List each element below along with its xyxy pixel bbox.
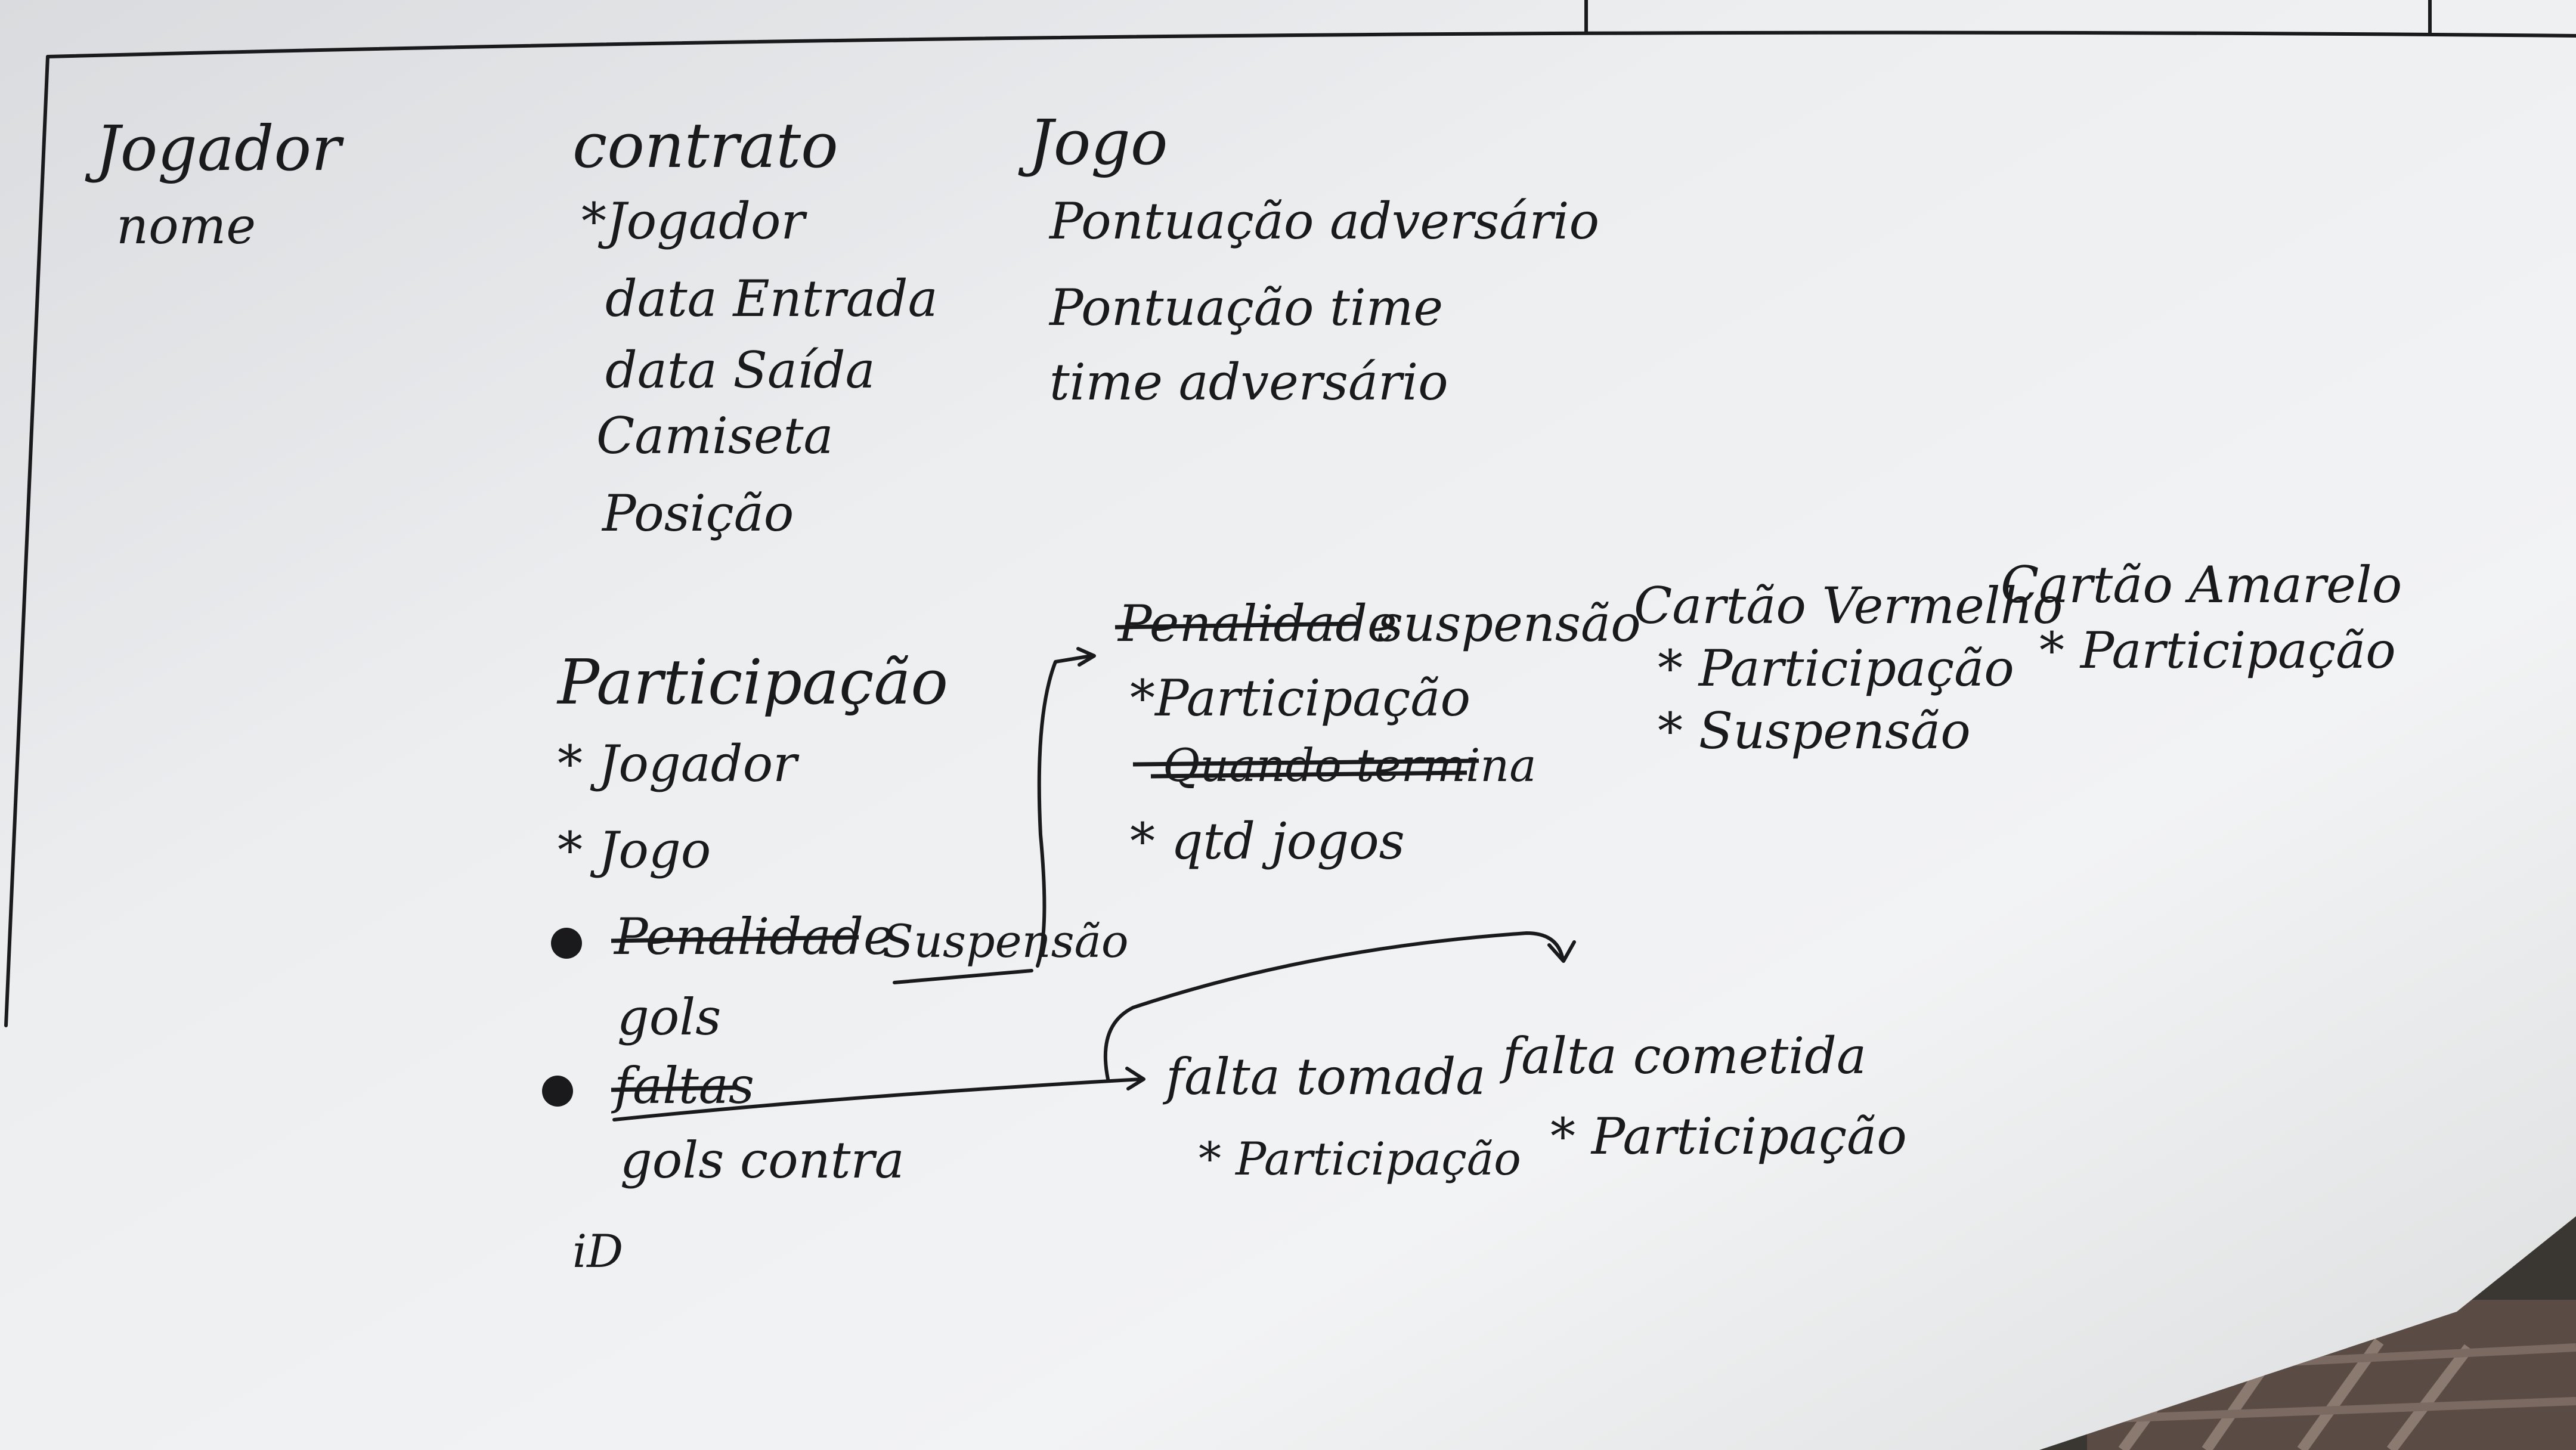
entity-title: Participação [556, 646, 948, 718]
strikethrough [611, 1085, 737, 1092]
bullet-dot [551, 928, 582, 959]
entity-title: contrato [572, 109, 838, 182]
frame-ticks [1584, 0, 2432, 35]
arrowhead [1076, 647, 1096, 667]
connector-arrow-falta-tomada [612, 1077, 1144, 1121]
field: data Saída [605, 341, 875, 399]
strikethrough [611, 935, 859, 943]
bullet-dot [542, 1076, 573, 1107]
field: * Suspensão [1658, 702, 1971, 760]
entity-cartao-amarelo: Cartão Amarelo * Participação [2001, 556, 2402, 680]
connector-arrow-falta-cometida [1103, 931, 1564, 1081]
field: Posição [601, 484, 794, 543]
entity-suspensao: Penalidade suspensão *Participação Quand… [1114, 594, 1641, 870]
entity-cartao-vermelho: Cartão Vermelho * Participação * Suspens… [1634, 577, 2063, 760]
field: Pontuação adversário [1048, 192, 1599, 250]
entity-title: Jogador [85, 112, 344, 185]
field: * Participação [1658, 639, 2014, 698]
field: Suspensão [883, 915, 1129, 968]
field: iD [572, 1225, 623, 1278]
entity-falta-cometida: falta cometida * Participação [1499, 1027, 1907, 1166]
strikethrough [1114, 621, 1360, 630]
underline [893, 969, 1033, 984]
entity-falta-tomada: falta tomada * Participação [1162, 1048, 1521, 1185]
arrowhead [1125, 1067, 1145, 1090]
field: data Entrada [605, 269, 938, 328]
strikethrough [1150, 770, 1467, 779]
entity-contrato: contrato *Jogador data Entrada data Saíd… [572, 109, 938, 543]
entity-participacao: Participação * Jogador * Jogo Penalidade… [542, 646, 1129, 1278]
entity-title: Cartão Vermelho [1634, 577, 2063, 635]
entity-title: suspensão [1377, 594, 1641, 653]
field: * Jogo [558, 821, 711, 879]
entity-title: falta cometida [1499, 1027, 1866, 1085]
field: * Participação [2039, 621, 2396, 680]
field: gols [617, 988, 721, 1046]
entity-title: Cartão Amarelo [2001, 556, 2402, 614]
arrowhead [1547, 940, 1576, 963]
field: * Participação [1550, 1107, 1907, 1166]
entity-title: Jogo [1018, 106, 1168, 179]
field: gols contra [620, 1131, 905, 1189]
field: * Participação [1199, 1132, 1521, 1185]
field: Pontuação time [1048, 278, 1443, 337]
field: nome [116, 197, 256, 255]
strikethrough [1132, 758, 1479, 767]
frame-top-line [46, 30, 2576, 58]
entity-jogador: Jogador nome [85, 112, 344, 255]
field: *Jogador [581, 192, 807, 250]
field: time adversário [1049, 353, 1448, 411]
field: * qtd jogos [1130, 812, 1405, 870]
connector-arrow-suspensao [1036, 654, 1093, 968]
entity-jogo: Jogo Pontuação adversário Pontuação time… [1018, 106, 1599, 411]
field: Camiseta [596, 407, 834, 465]
field: *Participação [1130, 669, 1470, 727]
frame-left-line [4, 55, 49, 1027]
field: * Jogador [558, 735, 800, 793]
entity-title: falta tomada [1162, 1048, 1485, 1106]
